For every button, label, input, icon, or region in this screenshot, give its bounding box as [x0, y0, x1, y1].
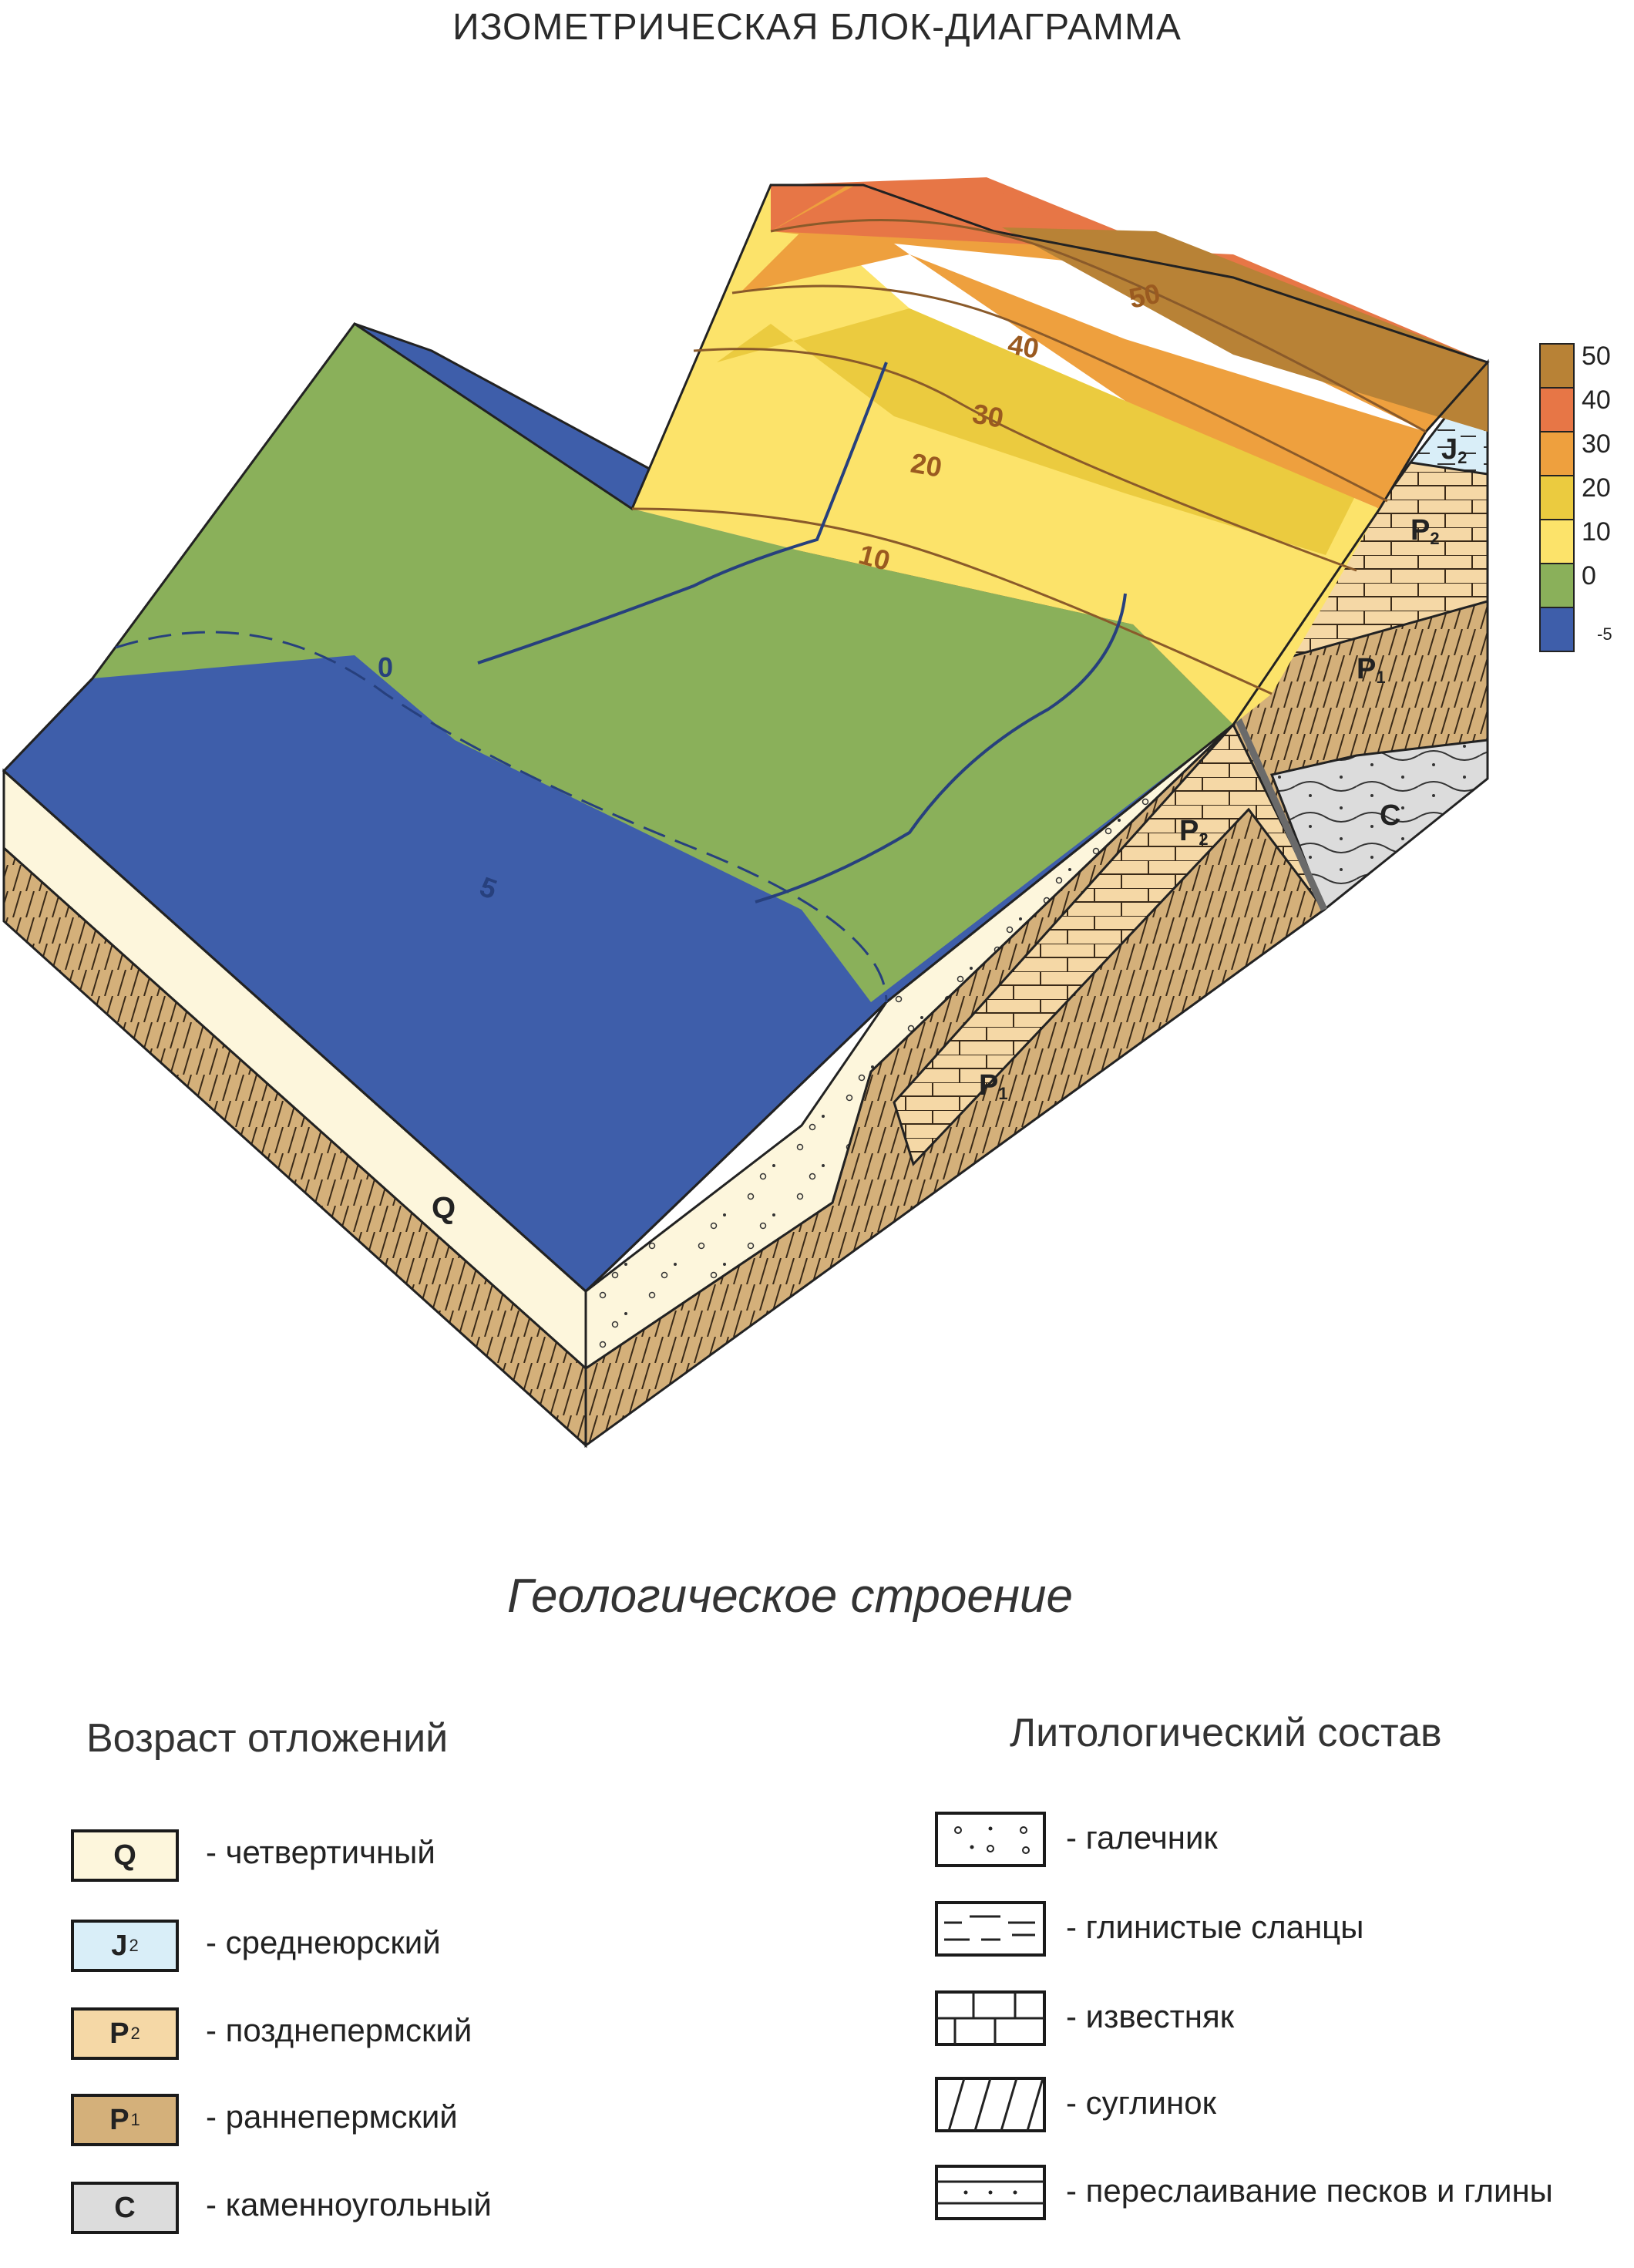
lith-label: - глинистые сланцы: [1066, 1909, 1364, 1945]
lith-label: - известняк: [1066, 1998, 1235, 2034]
layer-label-p2-lower: P2: [1179, 815, 1209, 849]
layer-label-p1-upper: P1: [1357, 653, 1386, 687]
age-label: - раннепермский: [206, 2098, 458, 2135]
scale-label: 30: [1582, 429, 1611, 459]
scale-label: 40: [1582, 385, 1611, 415]
limestone-swatch: [935, 1990, 1046, 2046]
age-label: - четвертичный: [206, 1834, 435, 1870]
scale-swatch: [1539, 431, 1575, 476]
age-label: - среднеюрский: [206, 1924, 441, 1960]
scale-label: 20: [1582, 473, 1611, 503]
age-swatch: C: [71, 2182, 179, 2234]
loam-swatch: [935, 2077, 1046, 2132]
layer-label-p1-lower: P1: [979, 1069, 1008, 1103]
lith-label: - суглинок: [1066, 2085, 1216, 2121]
layer-label-c: C: [1380, 799, 1400, 832]
age-label: - позднепермский: [206, 2012, 472, 2048]
pebbles-swatch: [935, 1812, 1046, 1867]
scale-swatch: [1539, 387, 1575, 432]
layer-label-j2: J2: [1441, 433, 1467, 467]
scale-label: 10: [1582, 517, 1611, 547]
age-legend-heading: Возраст отложений: [86, 1716, 449, 1761]
scale-swatch: [1539, 519, 1575, 564]
front-right-face: [584, 358, 1489, 1448]
scale-swatch: [1539, 563, 1575, 608]
lith-label: - галечник: [1066, 1819, 1218, 1856]
contour-label: 20: [909, 447, 945, 483]
age-label: - каменноугольный: [206, 2186, 492, 2223]
lith-label: - переслаивание песков и глины: [1066, 2172, 1553, 2209]
diagram-title: ИЗОМЕТРИЧЕСКАЯ БЛОК-ДИАГРАММА: [452, 7, 1182, 48]
rivers: [477, 362, 1127, 903]
shale-swatch: [935, 1901, 1046, 1957]
scale-swatch: [1539, 475, 1575, 520]
scale-label: -5: [1597, 624, 1612, 644]
layer-labels: Q J2 P2 P1 C P2 P1: [432, 433, 1467, 1225]
age-swatch: Q: [71, 1829, 179, 1882]
scale-swatch: [1539, 607, 1575, 652]
contour-label: 50: [1126, 277, 1163, 314]
lith-legend-heading: Литологический состав: [1010, 1711, 1442, 1755]
contour-label: 30: [970, 398, 1007, 434]
subtitle: Геологическое строение: [507, 1570, 1073, 1623]
contour-label: 40: [1006, 328, 1042, 365]
elevation-scale: 50 40 30 20 10 0 -5: [1539, 342, 1612, 652]
layer-label-p2-upper: P2: [1410, 514, 1440, 548]
scale-label: 50: [1582, 342, 1611, 371]
scale-swatch: [1539, 343, 1575, 389]
sand-clay-swatch: [935, 2165, 1046, 2220]
layer-label-q: Q: [432, 1191, 456, 1225]
contour-label: 0: [378, 651, 393, 683]
contour-lines: [2, 183, 1490, 1294]
scale-label: 0: [1582, 561, 1596, 591]
